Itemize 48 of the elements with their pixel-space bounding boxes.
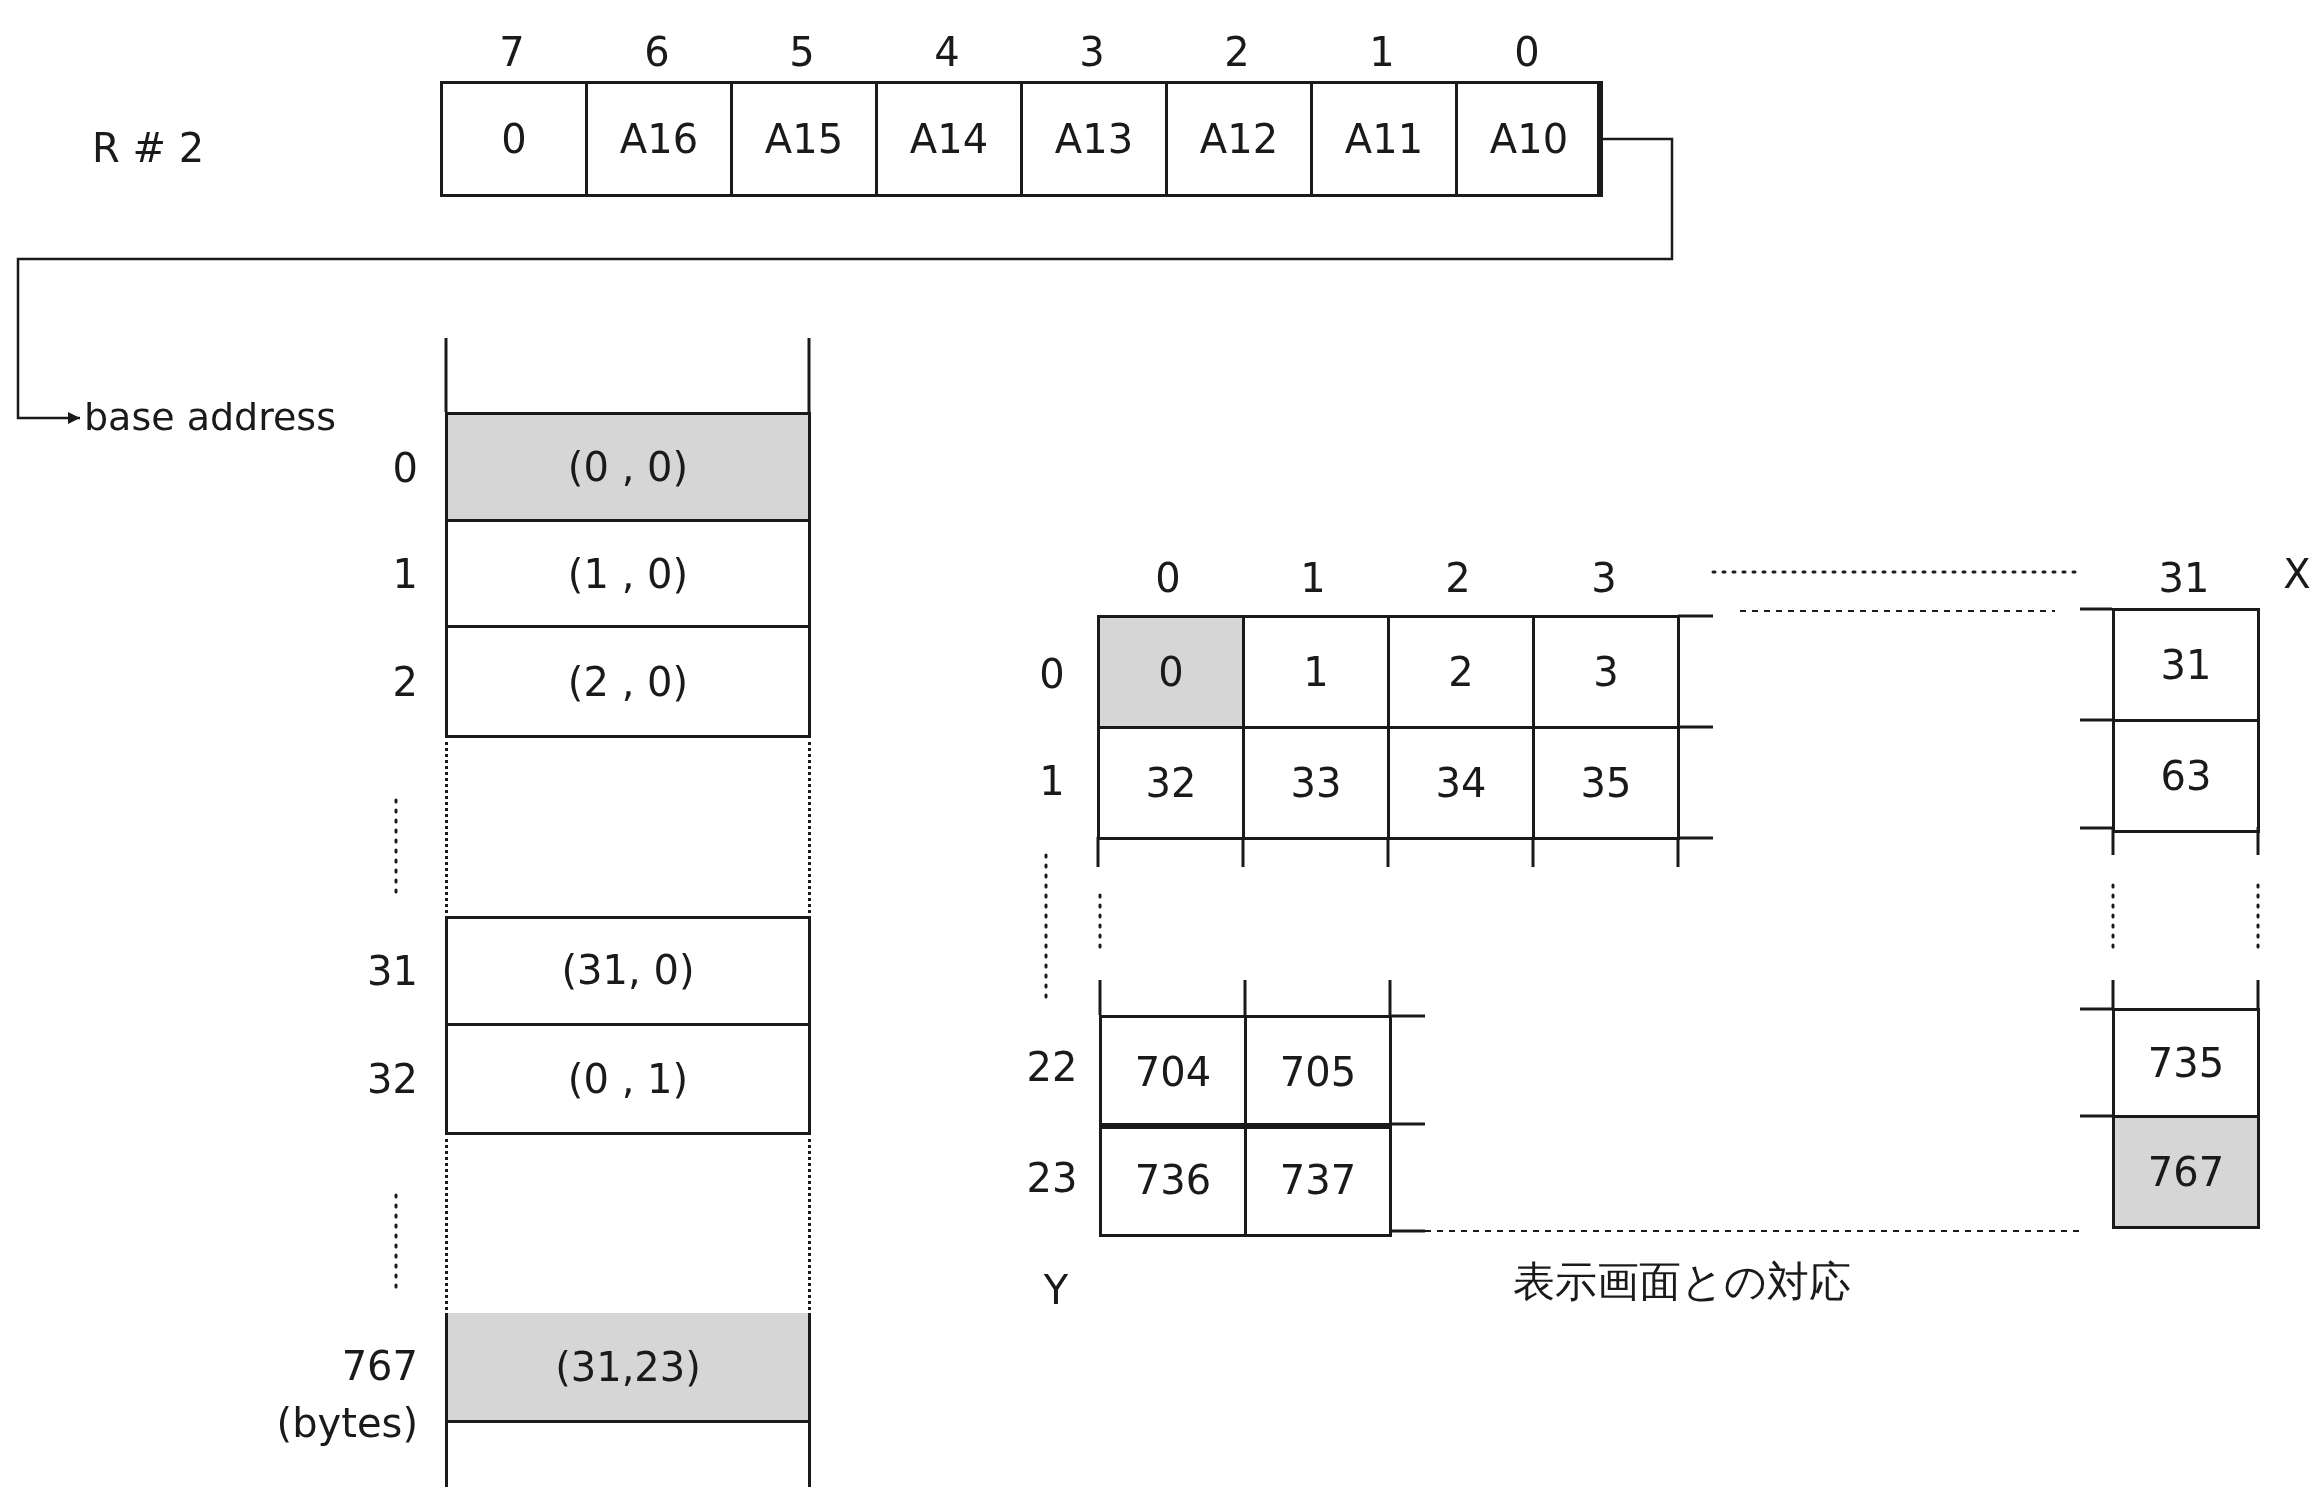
column-number: 31 [2158,558,2210,598]
row-number: 0 [1039,654,1065,694]
bit-number: 7 [499,32,525,72]
caption: 表示画面との対応 [1513,1261,1851,1303]
address-number: 767 [341,1346,418,1386]
screen-cell: 767 [2112,1115,2260,1229]
screen-cell: 32 [1097,726,1245,840]
bit-number: 4 [934,32,960,72]
screen-cell: 704 [1099,1015,1247,1129]
register-box [440,81,1600,197]
row-number: 1 [1039,761,1065,801]
column-number: 1 [1300,558,1326,598]
address-number: 32 [367,1059,418,1099]
axis-label: X [2283,554,2311,594]
address-number: 1 [392,554,418,594]
bit-number: 1 [1369,32,1395,72]
bit-number: 0 [1514,32,1540,72]
column-number: 0 [1155,558,1181,598]
screen-cell: 3 [1532,615,1680,729]
address-number: 31 [367,951,418,991]
axis-label: Y [1043,1270,1069,1310]
memory-cell [445,1420,811,1487]
screen-cell: 705 [1244,1015,1392,1129]
column-number: 3 [1591,558,1617,598]
memory-cell: (0 , 0) [445,412,811,522]
screen-cell: 63 [2112,719,2260,833]
address-number: 2 [392,662,418,702]
column-number: 2 [1445,558,1471,598]
row-number: 23 [1026,1158,1078,1198]
screen-cell: 0 [1097,615,1245,729]
bit-number: 2 [1224,32,1250,72]
memory-cell: (0 , 1) [445,1023,811,1135]
screen-cell: 737 [1244,1123,1392,1237]
memory-cell: (31, 0) [445,916,811,1026]
memory-cell: (2 , 0) [445,625,811,738]
memory-cell: (1 , 0) [445,519,811,628]
screen-cell: 31 [2112,608,2260,722]
row-number: 22 [1026,1047,1078,1087]
base-address-label: base address [84,398,336,436]
bit-number: 3 [1079,32,1105,72]
address-number: 0 [392,448,418,488]
bit-number: 5 [789,32,815,72]
screen-cell: 35 [1532,726,1680,840]
register-name: R # 2 [91,128,205,168]
screen-cell: 736 [1099,1123,1247,1237]
memory-cell: (31,23) [445,1313,811,1423]
connector-arrow [16,137,1674,425]
bit-number: 6 [644,32,670,72]
